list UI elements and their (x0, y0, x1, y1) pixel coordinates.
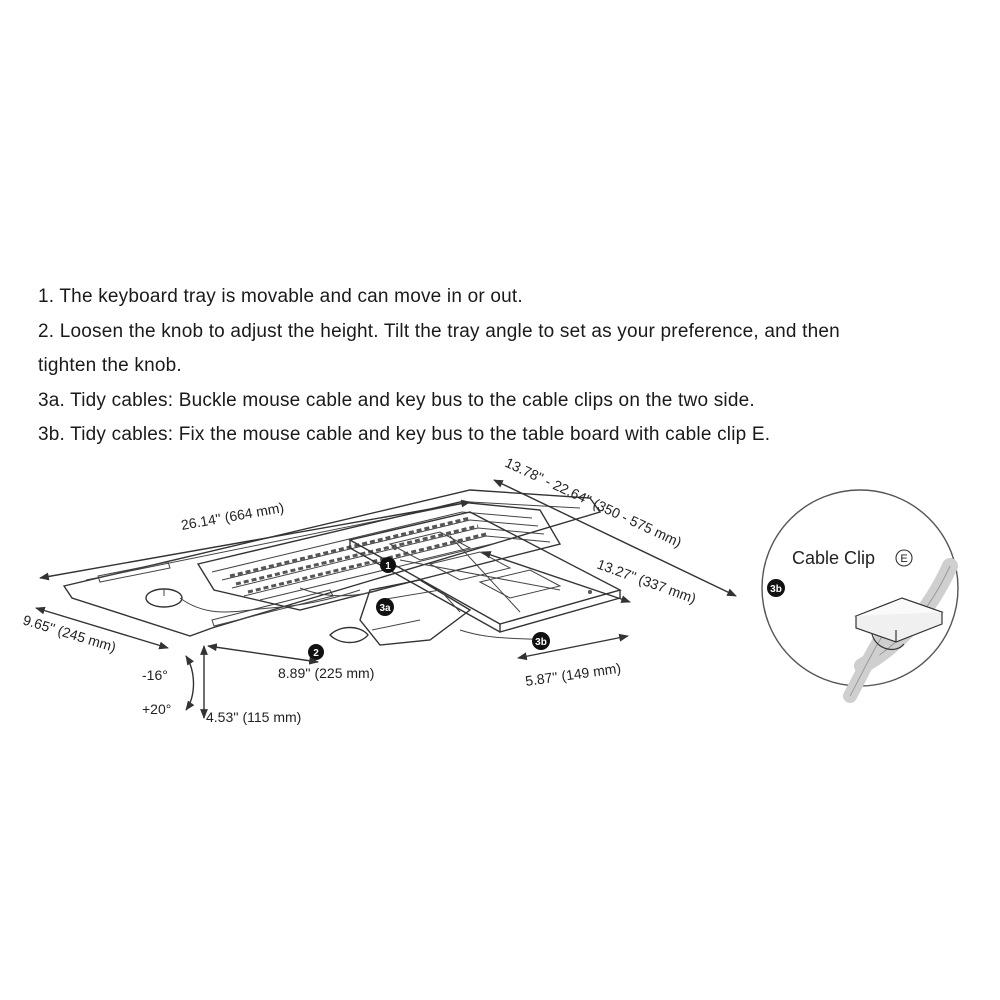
track-length-dimension-line (493, 479, 737, 597)
tilt-down-label: -16° (142, 667, 168, 683)
tilt-up-label: +20° (142, 701, 171, 717)
arm-mechanism (329, 579, 472, 646)
cable-clip (854, 597, 944, 651)
plate-length-label: 13.27'' (337 mm) (595, 556, 698, 607)
arm-reach-dimension-line (207, 643, 319, 665)
callout-step-1: 1 (380, 557, 396, 573)
svg-text:3a: 3a (379, 603, 391, 614)
width-dimension-label: 26.14'' (664 mm) (180, 499, 285, 533)
instruction-3a: 3a. Tidy cables: Buckle mouse cable and … (38, 389, 755, 411)
arm-reach-label: 8.89'' (225 mm) (278, 665, 374, 681)
cable-clip-label: Cable Clip (792, 548, 875, 568)
callout-step-2: 2 (308, 644, 324, 660)
svg-text:E: E (900, 553, 907, 565)
instruction-1: 1. The keyboard tray is movable and can … (38, 286, 523, 307)
svg-text:3b: 3b (770, 584, 782, 595)
callout-step-3a: 3a (376, 598, 394, 616)
height-adjust-label: 4.53'' (115 mm) (206, 709, 301, 725)
keyboard-tray-diagram: 1 3a 2 3b 26.14'' (664 mm) 9.65'' (245 m… (21, 454, 959, 725)
depth-dimension-line (35, 606, 169, 650)
instruction-2: 2. Loosen the knob to adjust the height.… (38, 320, 840, 342)
instruction-3b: 3b. Tidy cables: Fix the mouse cable and… (38, 424, 771, 445)
instruction-2-continued: tighten the knob. (38, 355, 182, 376)
clip-letter-badge: E (895, 549, 913, 567)
tray-board (62, 489, 602, 637)
plate-width-label: 5.87'' (149 mm) (524, 660, 622, 689)
svg-text:3b: 3b (535, 637, 547, 648)
track-length-label: 13.78'' - 22.64'' (350 - 575 mm) (503, 454, 684, 550)
plate-width-dimension-line (517, 633, 629, 661)
width-dimension-line (39, 499, 471, 581)
plate-length-dimension-line (481, 551, 631, 603)
cable-clip-detail: 3b Cable Clip E (761, 489, 959, 703)
callout-step-3b: 3b (532, 632, 550, 650)
detail-badge: 3b (767, 579, 785, 597)
svg-text:1: 1 (385, 561, 391, 572)
mouse (145, 588, 361, 613)
svg-text:2: 2 (313, 648, 319, 659)
instructions: 1. The keyboard tray is movable and can … (38, 280, 978, 453)
tilt-arc (185, 655, 195, 711)
